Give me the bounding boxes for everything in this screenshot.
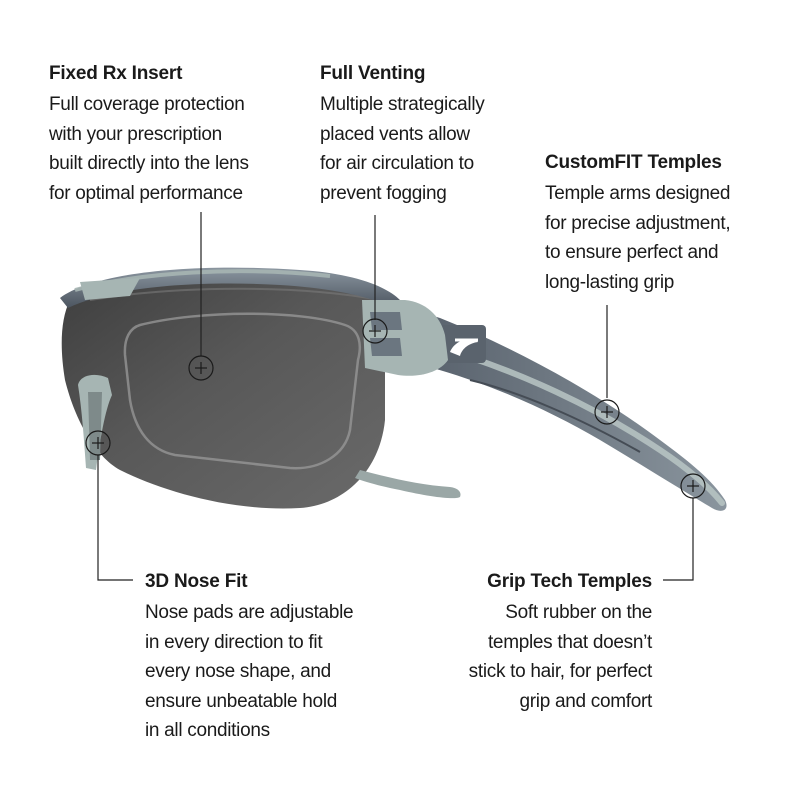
frame-top xyxy=(60,267,400,308)
feature-description: Full coverage protection with your presc… xyxy=(49,94,249,204)
feature-title: 3D Nose Fit xyxy=(145,571,248,592)
feature-description: Multiple strategically placed vents allo… xyxy=(320,94,485,204)
feature-3d-nose-fit: 3D Nose Fit Nose pads are adjustable in … xyxy=(145,570,405,746)
rx-insert xyxy=(123,312,362,470)
feature-description: Soft rubber on the temples that doesn’t … xyxy=(468,602,653,712)
feature-description: Nose pads are adjustable in every direct… xyxy=(145,602,354,741)
feature-title: Fixed Rx Insert xyxy=(49,63,183,84)
lower-arm xyxy=(355,470,461,499)
crosshair-icon xyxy=(188,355,214,381)
crosshair-icon xyxy=(594,399,620,425)
crosshair-icon xyxy=(362,318,388,344)
feature-title: Full Venting xyxy=(320,63,426,84)
brand-logo-icon xyxy=(440,325,486,363)
feature-description: Temple arms designed for precise adjustm… xyxy=(545,183,731,293)
feature-title: CustomFIT Temples xyxy=(545,152,722,173)
crosshair-icon xyxy=(85,430,111,456)
callout-lines xyxy=(97,212,694,581)
feature-customfit-temples: CustomFIT Temples Temple arms designed f… xyxy=(545,151,785,297)
feature-title: Grip Tech Temples xyxy=(487,571,652,592)
vent-block xyxy=(362,300,448,376)
feature-fixed-rx-insert: Fixed Rx Insert Full coverage protection… xyxy=(49,62,309,208)
feature-full-venting: Full Venting Multiple strategically plac… xyxy=(320,62,530,208)
crosshair-icon xyxy=(680,473,706,499)
feature-grip-tech-temples: Grip Tech Temples Soft rubber on the tem… xyxy=(410,570,653,716)
